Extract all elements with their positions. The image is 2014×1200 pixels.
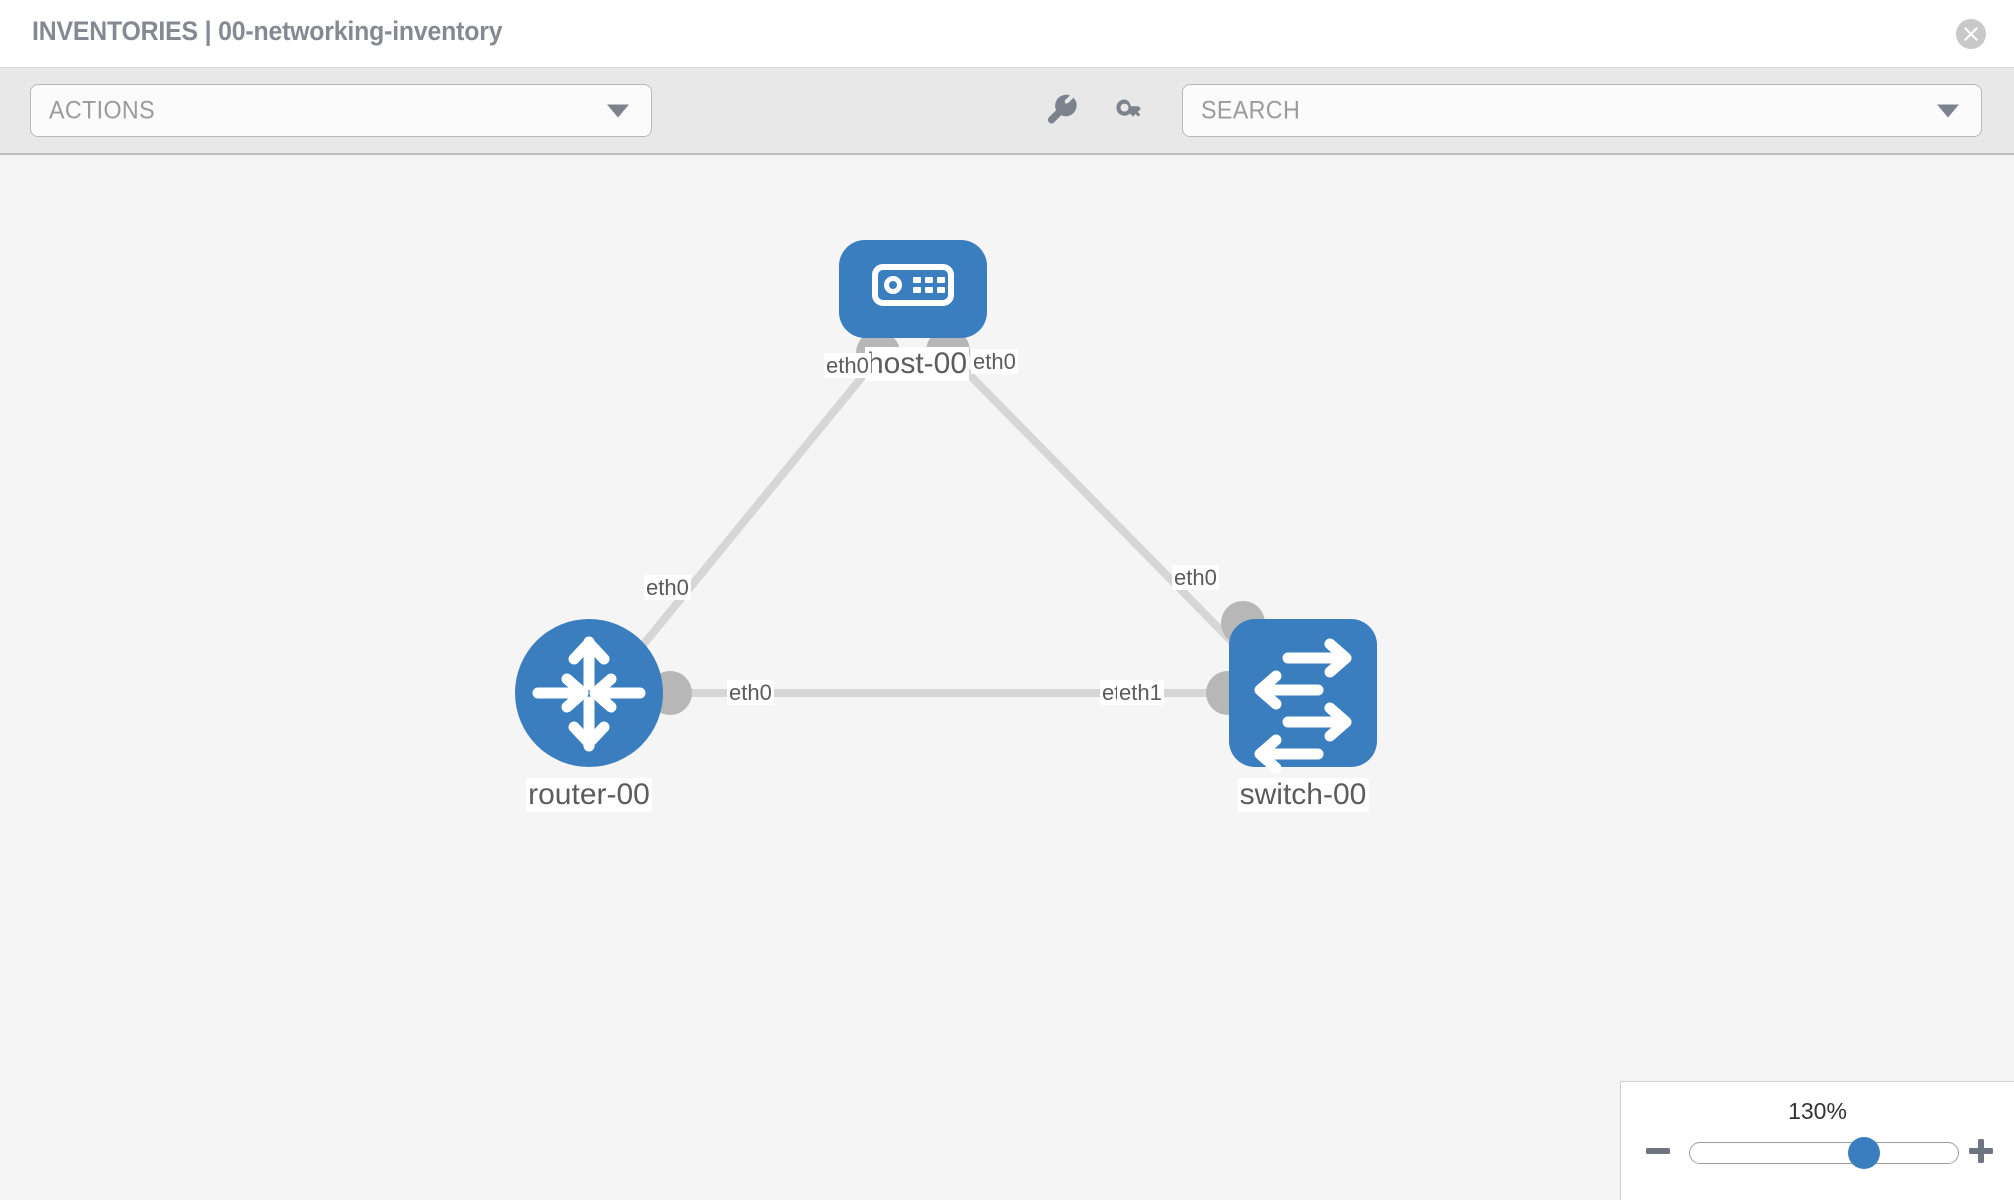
chevron-down-icon [607, 104, 629, 117]
edge-label-switch00-eth0-up: eth0 [1172, 565, 1219, 591]
zoom-out-button[interactable] [1643, 1136, 1673, 1166]
actions-dropdown[interactable]: ACTIONS [30, 84, 652, 137]
node-router-00 [515, 619, 663, 767]
minus-icon [1646, 1148, 1670, 1154]
edge-label-router00-eth0-up: eth0 [644, 575, 691, 601]
link-host00-switch00 [947, 352, 1253, 663]
host-icon [872, 264, 954, 306]
node-label-host-00: host-00 [864, 347, 970, 381]
zoom-control-panel: 130% [1620, 1081, 2014, 1200]
wrench-icon[interactable] [1043, 90, 1083, 130]
edge-label-host00-eth0-left: eth0 [824, 353, 871, 379]
plus-icon [1969, 1139, 1993, 1163]
node-label-router-00: router-00 [526, 778, 652, 812]
key-icon[interactable] [1110, 90, 1150, 130]
page-title: INVENTORIES | 00-networking-inventory [32, 16, 503, 46]
topology-graph [515, 240, 1377, 774]
link-host00-router00 [621, 352, 884, 670]
search-input[interactable]: SEARCH [1182, 84, 1982, 137]
toolbar: ACTIONS SEARCH [0, 68, 2014, 155]
links-layer [621, 352, 1253, 697]
close-button[interactable] [1956, 19, 1986, 49]
router-icon [532, 636, 646, 752]
chevron-down-icon [1937, 104, 1959, 117]
zoom-level-label: 130% [1788, 1098, 1847, 1124]
actions-dropdown-label: ACTIONS [49, 96, 155, 124]
window-header: INVENTORIES | 00-networking-inventory [0, 0, 2014, 68]
close-icon [1964, 27, 1978, 41]
edge-label-host00-eth0-right: eth0 [971, 349, 1018, 375]
zoom-slider-track[interactable] [1689, 1137, 1959, 1169]
search-placeholder: SEARCH [1201, 96, 1301, 124]
edge-label-switch00-eth1: eth1 [1117, 680, 1164, 706]
node-host-00 [839, 240, 987, 338]
edge-label-router00-eth0: eth0 [727, 680, 774, 706]
node-label-switch-00: switch-00 [1237, 778, 1369, 812]
topology-canvas[interactable]: host-00 router-00 switch-00 eth0 eth0 et… [0, 155, 2014, 1200]
key-glyph [1116, 99, 1141, 117]
switch-icon [1254, 638, 1352, 774]
wrench-glyph [1047, 94, 1077, 124]
node-switch-00 [1229, 619, 1377, 774]
zoom-slider-thumb[interactable] [1848, 1137, 1881, 1169]
zoom-in-button[interactable] [1966, 1136, 1996, 1166]
